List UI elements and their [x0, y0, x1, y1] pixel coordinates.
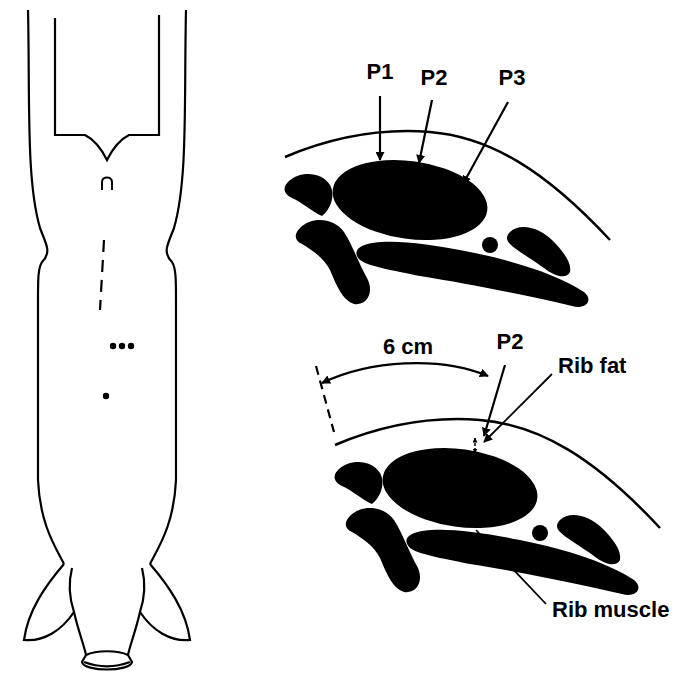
part-label: Rib fat [558, 354, 626, 378]
probe-label: P1 [367, 60, 394, 84]
probe-label: P3 [499, 66, 526, 90]
part-label: Rib muscle [552, 598, 669, 622]
measurement-lines [316, 363, 552, 604]
carcass-outline [24, 10, 190, 670]
probe-label: P2 [421, 66, 448, 90]
probe-dots [103, 343, 134, 399]
probe-label: P2 [497, 330, 524, 354]
probe-arrows [380, 96, 508, 184]
cross-section [335, 419, 660, 595]
dimension-label: 6 cm [383, 335, 433, 359]
cross-section [285, 131, 610, 307]
